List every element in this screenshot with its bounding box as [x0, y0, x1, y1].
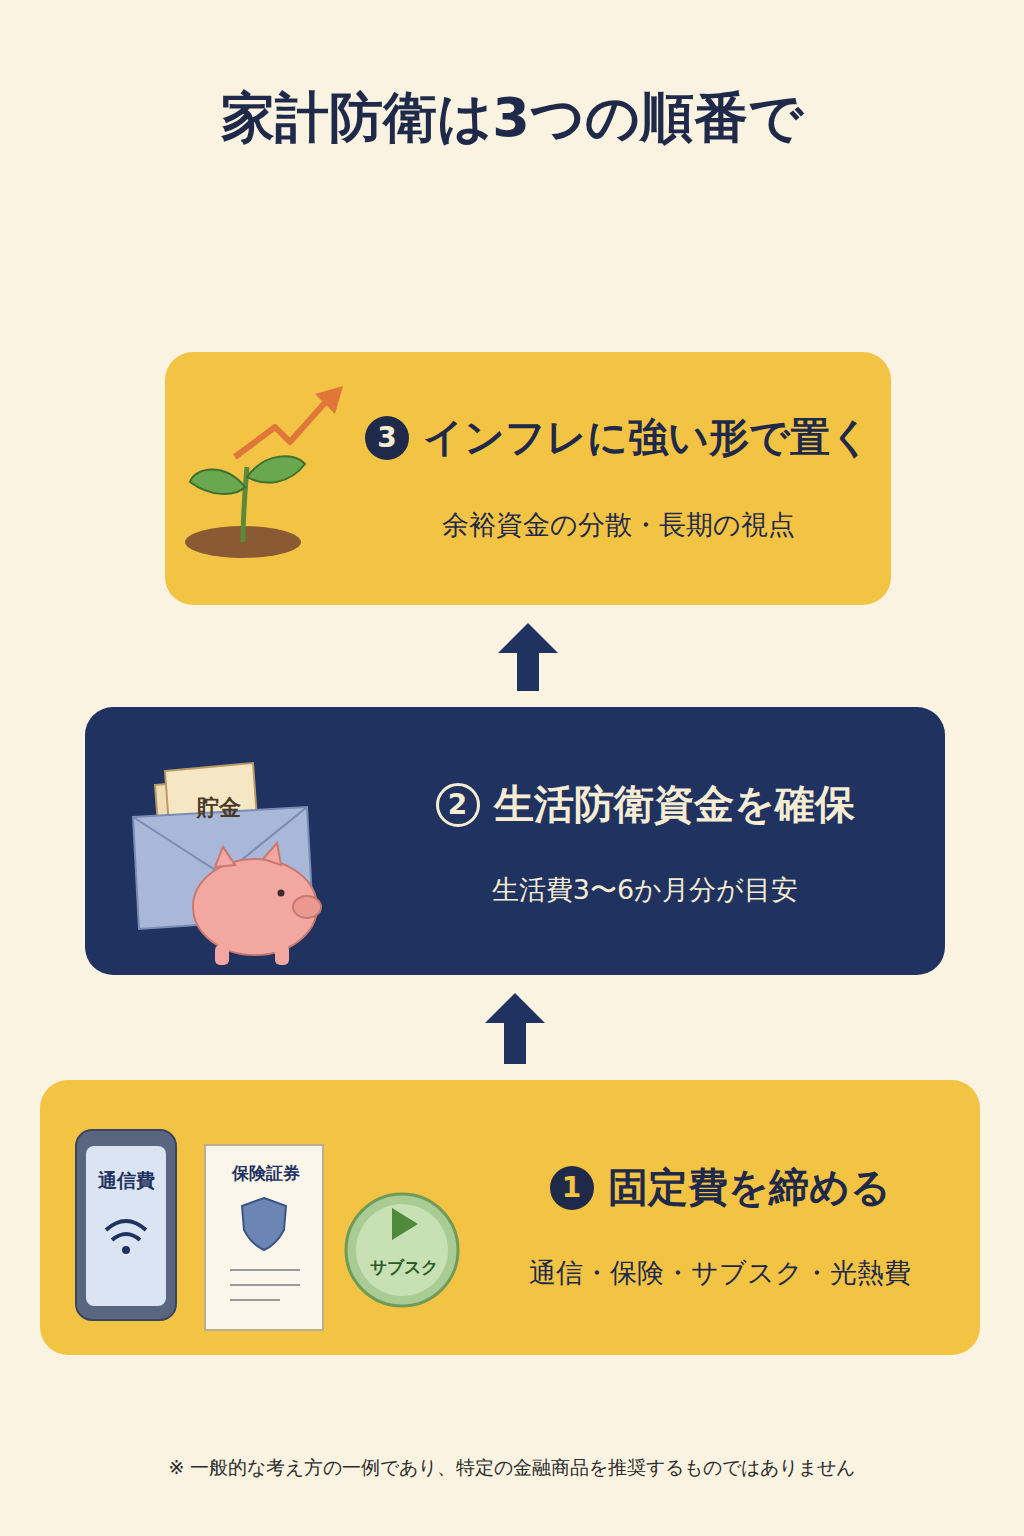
step-subtext: 生活費3〜6か月分が目安 — [492, 872, 798, 908]
flow-arrow — [498, 623, 558, 691]
text-column: 1 固定費を締める通信・保険・サブスク・光熱費 — [480, 1160, 960, 1291]
illustration-part — [235, 397, 330, 457]
disclaimer-caption: ※ 一般的な考え方の一例であり、特定の金融商品を推奨するものではありません — [0, 1455, 1024, 1481]
illustration-label: 保険証券 — [218, 1162, 314, 1185]
flow-arrow — [485, 993, 545, 1064]
arrow-shape — [485, 993, 545, 1064]
heading-row: 1 固定費を締める — [550, 1160, 891, 1215]
illustration-part — [243, 467, 247, 542]
illustration-part — [242, 1198, 286, 1250]
illustration-part — [215, 945, 229, 965]
heading-row: 3 インフレに強い形で置く — [365, 410, 871, 465]
step-box: 1 固定費を締める通信・保険・サブスク・光熱費 通信費 保険証券サブスク — [40, 1080, 980, 1355]
step-box: 2 生活防衛資金を確保生活費3〜6か月分が目安 貯金 — [85, 707, 945, 975]
text-column: 3 インフレに強い形で置く余裕資金の分散・長期の視点 — [365, 410, 871, 543]
illustration-part — [293, 896, 321, 918]
illustration-part — [205, 1145, 323, 1330]
step-heading: 生活防衛資金を確保 — [494, 777, 855, 832]
illustration-part — [190, 470, 245, 494]
illustration-label: 通信費 — [90, 1168, 162, 1194]
illustration-part — [76, 1130, 176, 1320]
illustration-label: 貯金 — [189, 793, 249, 823]
step-subtext: 通信・保険・サブスク・光熱費 — [529, 1255, 911, 1291]
text-column: 2 生活防衛資金を確保生活費3〜6か月分が目安 — [365, 777, 925, 908]
illustration-part — [247, 456, 305, 482]
arrow-shape — [498, 623, 558, 691]
illustration-part — [86, 1146, 166, 1306]
illustration-part — [122, 1246, 130, 1254]
step-number: 3 — [365, 416, 409, 460]
step-box: 3 インフレに強い形で置く余裕資金の分散・長期の視点 — [165, 352, 891, 605]
illustration-part — [346, 1194, 458, 1306]
heading-row: 2 生活防衛資金を確保 — [436, 777, 855, 832]
illustration-part — [278, 890, 285, 897]
step-number: 1 — [550, 1166, 594, 1210]
illustration-part — [275, 945, 289, 965]
illustration-part — [215, 843, 281, 867]
step-heading: 固定費を締める — [608, 1160, 891, 1215]
diagram-title: 家計防衛は3つの順番で — [0, 82, 1024, 155]
illustration-part — [392, 1208, 418, 1240]
step-illustration — [40, 1080, 980, 1355]
step-heading: インフレに強い形で置く — [423, 410, 871, 465]
step-subtext: 余裕資金の分散・長期の視点 — [442, 507, 795, 543]
step-illustration — [85, 707, 945, 975]
step-illustration — [165, 352, 890, 605]
step-number: 2 — [436, 783, 480, 827]
illustration-part — [106, 1221, 146, 1240]
illustration-part — [356, 1204, 448, 1296]
illustration-part — [315, 386, 343, 414]
illustration-label: サブスク — [362, 1256, 446, 1279]
illustration-part — [230, 1270, 300, 1300]
